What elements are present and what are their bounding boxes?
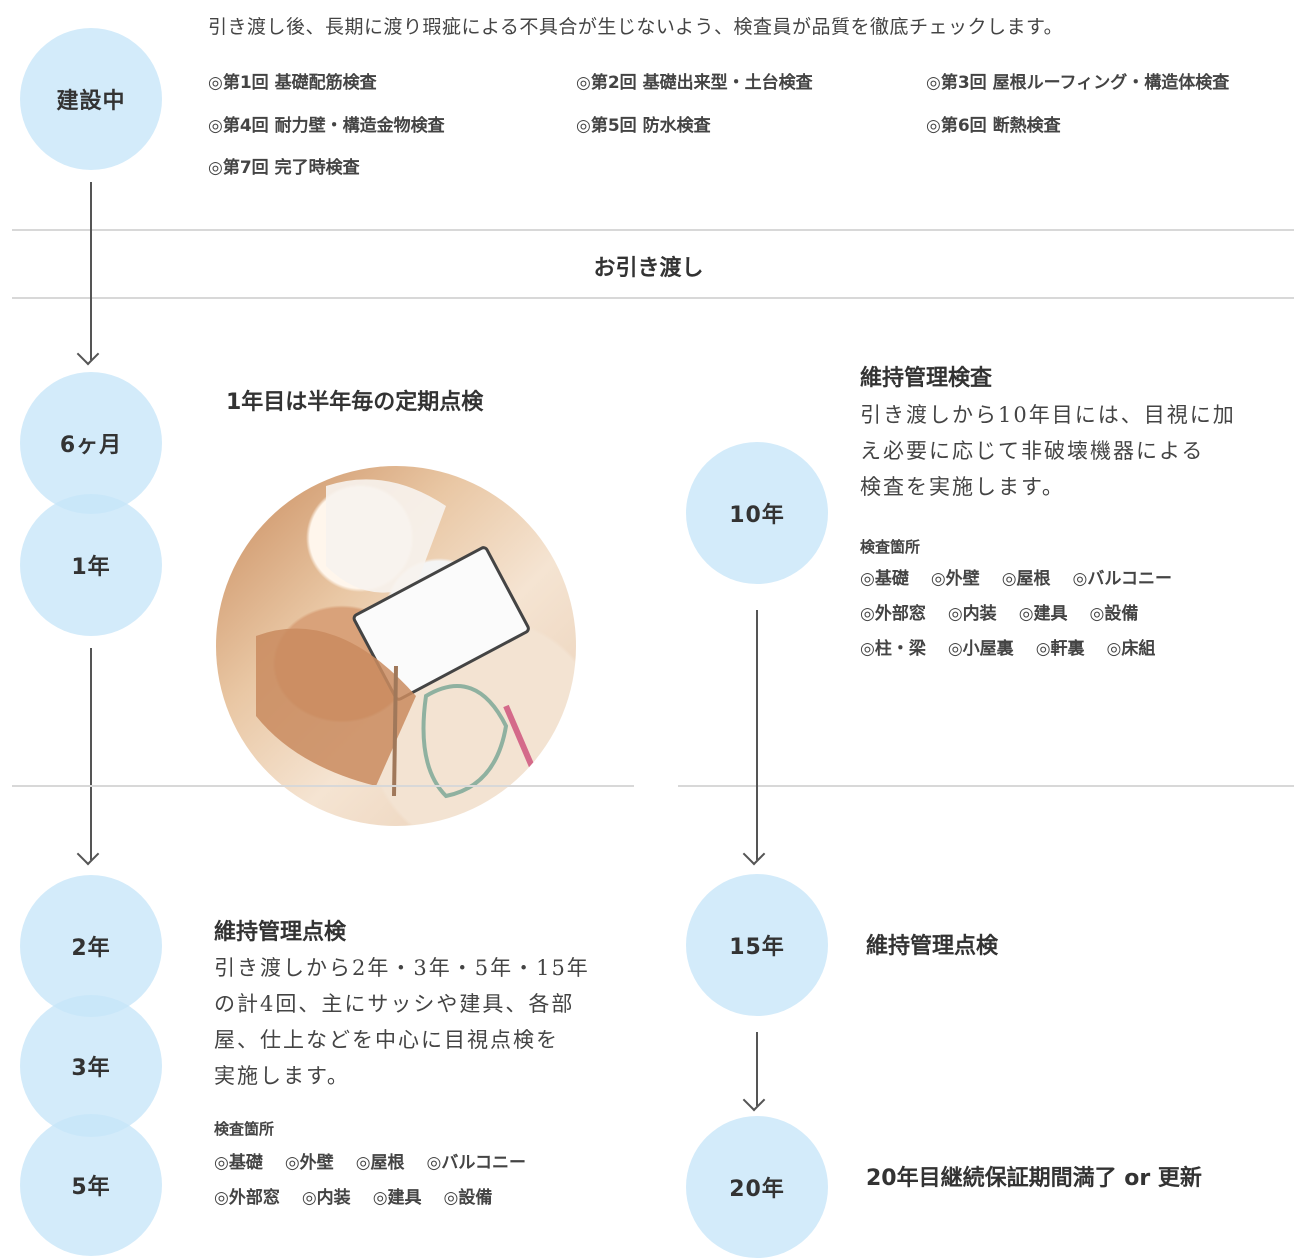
place-item: ◎基礎 [214,1153,263,1173]
inspection-7: ◎第7回 完了時検査 [208,158,360,178]
place-item: ◎バルコニー [426,1153,527,1173]
places-row: ◎基礎 ◎外壁 ◎屋根 ◎バルコニー [214,1146,548,1181]
places-row: ◎外部窓 ◎内装 ◎建具 ◎設備 [214,1181,548,1216]
divider-top [12,229,1294,231]
place-item: ◎柱・梁 [860,639,926,659]
circle-1-year: 1年 [20,494,162,636]
places-row: ◎外部窓 ◎内装 ◎建具 ◎設備 [860,597,1194,632]
maintenance-heading: 維持管理点検 [214,920,347,945]
inspection-6: ◎第6回 断熱検査 [926,116,1061,136]
inspector-illustration [256,479,539,799]
construction-intro: 引き渡し後、長期に渡り瑕疵による不具合が生じないよう、検査員が品質を徹底チェック… [208,16,1064,38]
places-row: ◎基礎 ◎外壁 ◎屋根 ◎バルコニー [860,562,1194,597]
divider-left [12,785,634,787]
place-item: ◎建具 [1018,604,1068,624]
inspection-5: ◎第5回 防水検査 [576,116,711,136]
place-item: ◎床組 [1106,639,1156,659]
maintenance-text-line: 引き渡しから2年・3年・5年・15年 [214,956,590,980]
circle-2-years: 2年 [20,875,162,1017]
year10-text-line: え必要に応じて非破壊機器による [860,439,1205,463]
year20-heading: 20年目継続保証期間満了 or 更新 [866,1166,1202,1191]
circle-3-years: 3年 [20,995,162,1137]
inspection-1: ◎第1回 基礎配筋検査 [208,73,377,93]
maintenance-text: 引き渡しから2年・3年・5年・15年 の計4回、主にサッシや建具、各部 屋、仕上… [214,950,590,1094]
circle-5-years: 5年 [20,1114,162,1256]
inspector-photo [216,466,576,826]
place-item: ◎内装 [947,604,997,624]
place-item: ◎外部窓 [214,1188,280,1208]
handover-label: お引き渡し [593,256,704,281]
year10-places-label: 検査箇所 [860,538,921,556]
inspection-3: ◎第3回 屋根ルーフィング・構造体検査 [926,73,1230,93]
places-row: ◎柱・梁 ◎小屋裏 ◎軒裏 ◎床組 [860,632,1194,667]
year10-text: 引き渡しから10年目には、目視に加 え必要に応じて非破壊機器による 検査を実施し… [860,397,1236,505]
divider-handover-bottom [12,297,1294,299]
year10-heading: 維持管理検査 [860,366,993,391]
arrow-down-icon [90,182,92,360]
place-item: ◎建具 [372,1188,422,1208]
place-item: ◎小屋裏 [947,639,1014,659]
arrow-down-icon [90,648,92,860]
place-item: ◎バルコニー [1072,569,1173,589]
maintenance-places-label: 検査箇所 [214,1120,275,1138]
place-item: ◎屋根 [1001,569,1051,589]
place-item: ◎外壁 [284,1153,334,1173]
place-item: ◎基礎 [860,569,909,589]
divider-right [678,785,1294,787]
year10-text-line: 引き渡しから10年目には、目視に加 [860,403,1236,427]
place-item: ◎設備 [443,1188,493,1208]
year10-places: ◎基礎 ◎外壁 ◎屋根 ◎バルコニー ◎外部窓 ◎内装 ◎建具 ◎設備 ◎柱・梁 ◎小屋裏 ◎軒… [860,562,1194,667]
inspection-4: ◎第4回 耐力壁・構造金物検査 [208,116,445,136]
circle-15-years: 15年 [686,874,828,1016]
maintenance-text-line: 実施します。 [214,1064,350,1088]
place-item: ◎軒裏 [1035,639,1085,659]
maintenance-text-line: 屋、仕上などを中心に目視点検を [214,1028,559,1052]
place-item: ◎外部窓 [860,604,926,624]
place-item: ◎設備 [1089,604,1139,624]
place-item: ◎内装 [301,1188,351,1208]
circle-6-months: 6ヶ月 [20,372,162,514]
place-item: ◎外壁 [930,569,980,589]
place-item: ◎屋根 [355,1153,405,1173]
first-year-heading: 1年目は半年毎の定期点検 [226,390,484,415]
arrow-down-icon [756,1032,758,1106]
maintenance-places: ◎基礎 ◎外壁 ◎屋根 ◎バルコニー ◎外部窓 ◎内装 ◎建具 ◎設備 [214,1146,548,1216]
circle-construction: 建設中 [20,28,162,170]
circle-10-years: 10年 [686,442,828,584]
year15-heading: 維持管理点検 [866,934,999,959]
inspection-2: ◎第2回 基礎出来型・土台検査 [576,73,813,93]
arrow-down-icon [756,610,758,860]
year10-text-line: 検査を実施します。 [860,475,1065,499]
maintenance-text-line: の計4回、主にサッシや建具、各部 [214,992,575,1016]
circle-20-years: 20年 [686,1116,828,1258]
